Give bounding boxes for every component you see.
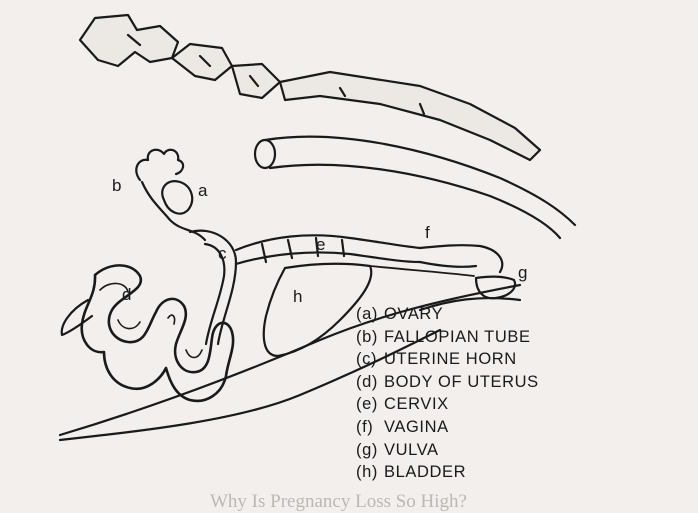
label-e: e: [316, 235, 325, 254]
label-a: a: [198, 181, 208, 200]
legend-item-fallopian-tube: (b)FALLOPIAN TUBE: [356, 326, 539, 349]
legend: (a)OVARY (b)FALLOPIAN TUBE (c)UTERINE HO…: [356, 303, 539, 484]
ovary: [162, 181, 192, 214]
cervix: [236, 235, 420, 264]
legend-item-uterine-horn: (c)UTERINE HORN: [356, 348, 539, 371]
label-h: h: [293, 287, 302, 306]
spine-vertebrae: [80, 15, 540, 160]
legend-item-body-of-uterus: (d)BODY OF UTERUS: [356, 371, 539, 394]
legend-item-ovary: (a)OVARY: [356, 303, 539, 326]
label-b: b: [112, 176, 121, 195]
legend-item-bladder: (h)BLADDER: [356, 461, 539, 484]
legend-item-vulva: (g)VULVA: [356, 439, 539, 462]
label-c: c: [218, 244, 227, 263]
label-g: g: [518, 263, 527, 282]
label-f: f: [425, 223, 430, 242]
legend-item-cervix: (e)CERVIX: [356, 393, 539, 416]
fallopian-tube: [136, 150, 205, 240]
label-d: d: [122, 285, 131, 304]
legend-item-vagina: (f)VAGINA: [356, 416, 539, 439]
vagina: [420, 245, 502, 272]
